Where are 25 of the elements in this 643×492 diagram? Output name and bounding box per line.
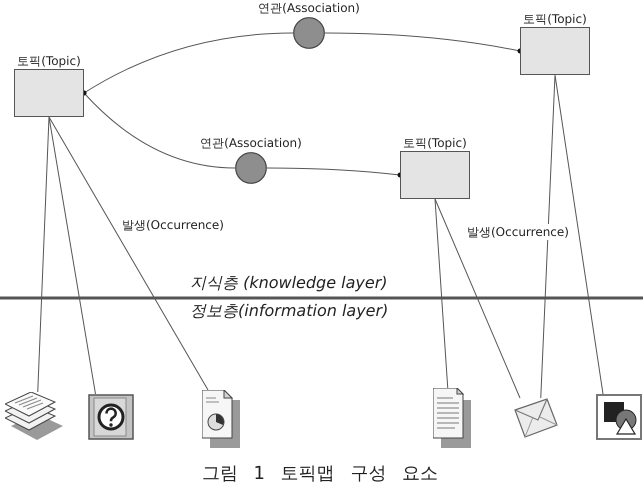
figure-caption: 그림 1 토픽맵 구성 요소 <box>202 462 438 486</box>
connector-line <box>540 74 556 398</box>
text-document-icon <box>433 388 471 448</box>
envelope-icon <box>514 398 558 438</box>
connector-line <box>434 198 448 388</box>
help-icon <box>88 394 134 440</box>
edge-label: 발생(Occurrence) <box>120 217 226 233</box>
association-label: 연관(Association) <box>200 135 302 151</box>
association-label: 연관(Association) <box>258 0 360 16</box>
connector-line <box>266 168 402 178</box>
connector-line <box>48 116 96 394</box>
connector-line <box>48 116 208 390</box>
chart-document-icon <box>202 390 240 448</box>
topic-label: 토픽(Topic) <box>17 53 81 69</box>
shapes-icon <box>596 394 642 440</box>
connector-line <box>434 198 520 398</box>
connector-line <box>324 32 522 54</box>
layer-label: 지식층 (knowledge layer) <box>190 273 388 293</box>
topic-label: 토픽(Topic) <box>523 11 587 27</box>
connector-line <box>37 116 50 392</box>
paper-stack-icon <box>5 392 63 442</box>
connector-line <box>554 74 604 394</box>
layer-label: 정보층(information layer) <box>190 301 388 321</box>
topic-label: 토픽(Topic) <box>403 135 467 151</box>
edge-label: 발생(Occurrence) <box>465 224 571 240</box>
